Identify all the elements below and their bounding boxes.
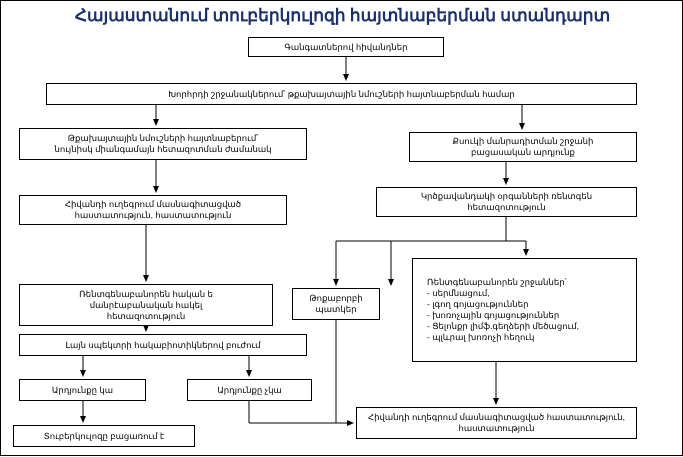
node-radiological-bacteriological-examination: Ռենտգենաբանորեն հական ե մանրէաբանական հա…	[19, 284, 273, 326]
node-council-sputum-detection: Խորհրդի շրջանակներում՝ թքախայտային նմուշ…	[46, 83, 637, 105]
node-complaining-patients: Գանգատներով հիվանդներ	[248, 37, 444, 57]
node-broad-spectrum-antibiotic-treatment: Լայն սպեկտրի հակաբիոտիկներով բուժում	[19, 334, 307, 356]
node-referral-specialized-institution-top: Հիվանդի ուղեգրում մասնագիտացված հաստատու…	[19, 195, 287, 225]
node-tuberculosis-excluded: Տուբերկուլոզը բացառում է	[13, 425, 195, 447]
node-result-no: Արդյունքը չկա	[187, 379, 312, 401]
node-chest-xray-examination: Կրծքավանդակի օրգանների ռենտգեն հետազոտու…	[376, 187, 637, 217]
node-sputum-detection-even-simultaneous: Թքախայտային նմուշների հայտնաբերում՝ նույ…	[19, 128, 307, 160]
node-radiological-findings-list: Ռենտգենաբանորեն շրջաններ՝ - սերմնացում, …	[412, 258, 637, 362]
node-pneumonia-picture: Թոքաբորբի պատկեր	[292, 288, 380, 320]
node-referral-specialized-institution-bottom: Հիվանդի ուղեգրում մասնագիտացված հաստատու…	[356, 407, 637, 439]
node-negative-smear-result: Քսուկի մանրադիտման շրջանի բացասական արդյ…	[409, 132, 637, 162]
page-title: Հայաստանում տուբերկուլոզի հայտնաբերման ս…	[74, 6, 611, 25]
node-result-yes: Արդյունքը կա	[19, 379, 146, 401]
